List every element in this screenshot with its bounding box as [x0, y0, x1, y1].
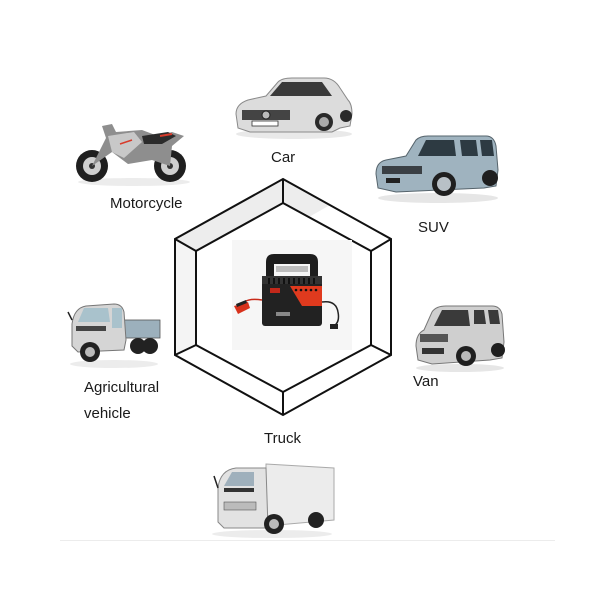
van-icon [415, 305, 505, 372]
motorcycle-icon [76, 124, 190, 186]
baseline-divider [60, 540, 555, 541]
agricultural-vehicle-label-line1: Agricultural [84, 379, 160, 396]
van-label: Van [413, 373, 439, 390]
suv-label: SUV [418, 219, 449, 236]
car-icon [235, 77, 353, 139]
agricultural-vehicle-label-line2: vehicle [84, 405, 131, 422]
agricultural-vehicle-icon [67, 303, 161, 368]
truck-icon [212, 463, 335, 538]
suv-icon [375, 135, 499, 203]
truck-label: Truck [264, 430, 301, 447]
battery-charger-icon [232, 240, 352, 350]
car-label: Car [271, 149, 296, 166]
motorcycle-label: Motorcycle [110, 195, 183, 212]
